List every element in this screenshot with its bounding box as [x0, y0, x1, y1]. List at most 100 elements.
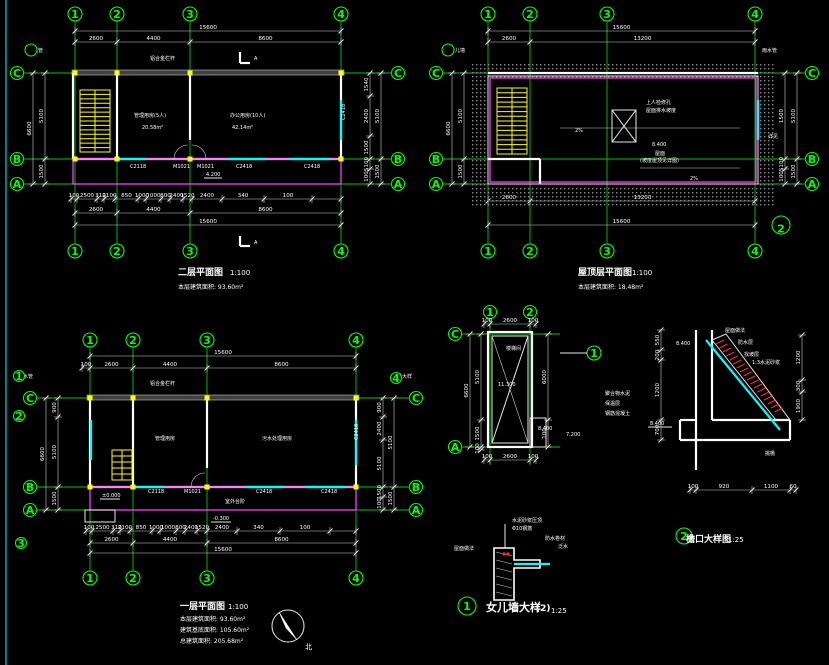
hatch-dot	[556, 196, 558, 198]
hatch-dot	[496, 196, 498, 198]
hatch-dot	[676, 192, 678, 194]
hatch-dot	[472, 176, 474, 178]
hatch-dot	[728, 76, 730, 78]
hatch-dot	[620, 196, 622, 198]
hatch-dot	[528, 64, 530, 66]
hatch-dot	[548, 64, 550, 66]
eave-note: 屋面做法	[725, 327, 745, 334]
hatch-dot	[668, 196, 670, 198]
hatch-dot	[580, 196, 582, 198]
hatch-dot	[520, 188, 522, 190]
bottom-dim-text: 2100	[118, 525, 133, 531]
hatch-dot	[588, 196, 590, 198]
hatch-dot	[560, 192, 562, 194]
hatch-dot	[608, 200, 610, 202]
hatch-dot	[480, 144, 482, 146]
hatch-dot	[680, 200, 682, 202]
hatch-dot	[516, 192, 518, 194]
hatch-dot	[536, 68, 538, 70]
hatch-dot	[512, 196, 514, 198]
parapet-body	[493, 547, 541, 601]
hatch-dot	[712, 68, 714, 70]
hatch-dot	[476, 204, 478, 206]
hatch-dot	[644, 64, 646, 66]
hatch-dot	[688, 188, 690, 190]
parapet-note: 水泥砂浆压顶	[512, 517, 542, 524]
hatch-dot	[588, 188, 590, 190]
hatch-dot	[740, 188, 742, 190]
hatch-dot	[760, 136, 762, 138]
eave-note: 聚合物水泥	[605, 390, 630, 397]
hatch-dot	[764, 192, 766, 194]
hatch-dot	[480, 64, 482, 66]
hatch-dot	[516, 68, 518, 70]
hatch-dot	[596, 204, 598, 206]
top-total-text: 15600	[199, 25, 217, 31]
column	[353, 395, 359, 401]
hatch-dot	[760, 84, 762, 86]
hatch-dot	[728, 192, 730, 194]
left-total-text: 6600	[464, 383, 470, 398]
hatch-dot	[760, 160, 762, 162]
hatch-dot	[728, 188, 730, 190]
hatch-dot	[536, 200, 538, 202]
hatch-dot	[764, 72, 766, 74]
hatch-dot	[768, 112, 770, 114]
grid-circle	[9, 176, 25, 192]
hatch-dot	[480, 160, 482, 162]
hatch-dot	[528, 188, 530, 190]
elevation: -0.300	[213, 516, 229, 522]
hatch-dot	[476, 160, 478, 162]
hatch-dot	[484, 128, 486, 130]
hatch-dot	[616, 200, 618, 202]
hatch-dot	[472, 132, 474, 134]
hatch-dot	[764, 188, 766, 190]
hatch-dot	[472, 92, 474, 94]
hatch-dot	[520, 204, 522, 206]
parapet-band	[86, 394, 360, 401]
hatch-dot	[656, 200, 658, 202]
hatch-dot	[772, 152, 774, 154]
grid-label: A	[808, 178, 817, 191]
hatch-dot	[592, 76, 594, 78]
hatch-dot	[516, 76, 518, 78]
hatch-dot	[476, 172, 478, 174]
hatch-dot	[760, 80, 762, 82]
hatch-dot	[472, 88, 474, 90]
grid-bubble-left: C	[9, 65, 25, 81]
grid-label: 3	[17, 537, 25, 550]
hatch-dot	[708, 200, 710, 202]
hatch-dot	[600, 76, 602, 78]
hatch-dot	[616, 64, 618, 66]
hatch-dot	[604, 192, 606, 194]
hatch-dot	[488, 188, 490, 190]
column	[130, 484, 136, 490]
hatch-dot	[480, 120, 482, 122]
hatch-dot	[648, 68, 650, 70]
hatch-dot	[560, 188, 562, 190]
grid-label: A	[412, 504, 421, 517]
eave-note: 1:3水泥砂浆	[752, 359, 780, 366]
hatch-dot	[564, 68, 566, 70]
hatch-dot	[592, 200, 594, 202]
hatch-dot	[584, 64, 586, 66]
hatch-dot	[496, 204, 498, 206]
hatch-dot	[760, 72, 762, 74]
hatch-dot	[772, 108, 774, 110]
hatch-dot	[616, 192, 618, 194]
hatch-dot	[772, 132, 774, 134]
hatch-dot	[580, 188, 582, 190]
hatch-dot	[760, 92, 762, 94]
hatch-dot	[480, 76, 482, 78]
hatch-dot	[668, 188, 670, 190]
hatch-dot	[556, 76, 558, 78]
note: 室外台阶	[225, 498, 245, 505]
hatch-dot	[532, 188, 534, 190]
hatch-dot	[764, 132, 766, 134]
hatch-dot	[492, 204, 494, 206]
grid-label: 1	[71, 245, 79, 258]
window-tag: C2118	[148, 489, 164, 495]
hatch-dot	[768, 72, 770, 74]
hatch-dot	[648, 196, 650, 198]
plan1-title: 一层平面图	[180, 601, 225, 612]
